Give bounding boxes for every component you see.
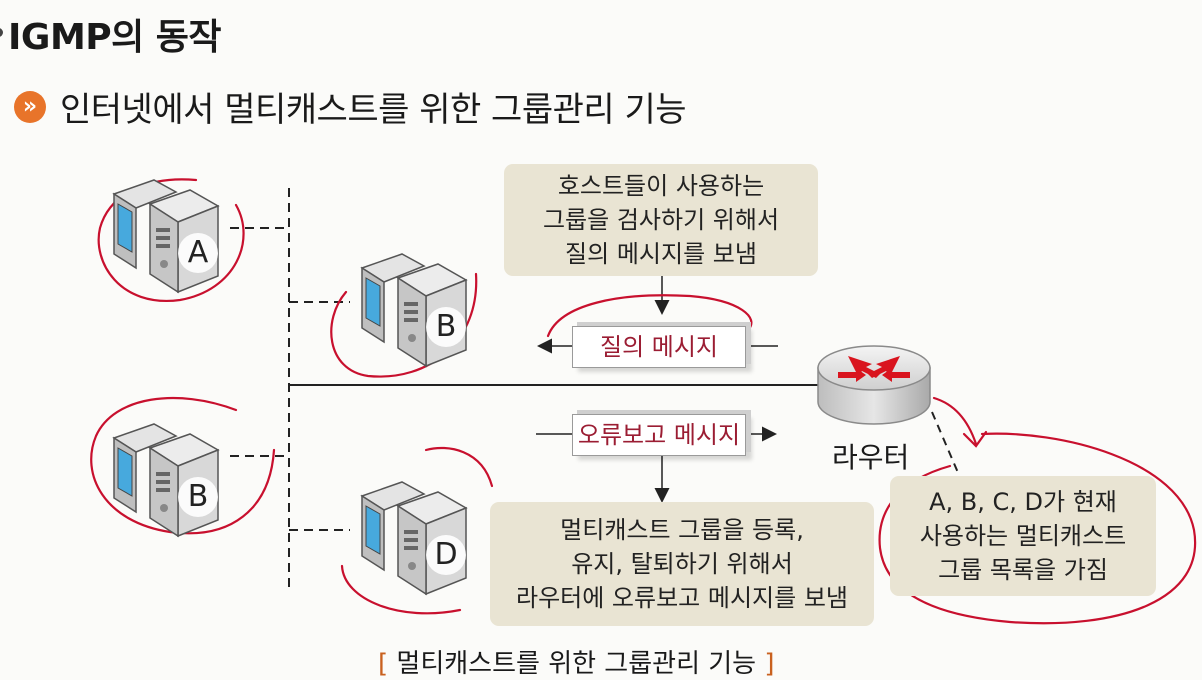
report-message-box: 오류보고 메시지 — [572, 414, 746, 456]
router-note-line: A, B, C, D가 현재 — [929, 488, 1117, 516]
caption-text: 멀티캐스트를 위한 그룹관리 기능 — [396, 649, 757, 679]
page-subtitle: 인터넷에서 멀티캐스트를 위한 그룹관리 기능 — [60, 90, 687, 130]
router-note: A, B, C, D가 현재 사용하는 멀티캐스트 그룹 목록을 가짐 — [890, 476, 1156, 596]
router-note-line: 사용하는 멀티캐스트 — [919, 522, 1127, 550]
router-icon — [817, 345, 931, 425]
router-label: 라우터 — [832, 441, 910, 474]
annotation-circle-router-note — [878, 432, 1197, 625]
annotation-circle-d — [424, 446, 494, 488]
annotation-circle-d-2 — [340, 564, 462, 615]
host-label-b-top: B — [426, 307, 466, 347]
annotation-arrow-router — [932, 396, 988, 448]
annotation-query-swoosh — [546, 294, 753, 338]
host-label-d: D — [426, 535, 466, 575]
query-note-line: 그룹을 검사하기 위해서 — [542, 206, 780, 234]
host-label-b-bottom: B — [178, 477, 218, 517]
query-message-box: 질의 메시지 — [572, 326, 746, 368]
host-d: D — [358, 478, 474, 598]
caption-bracket-open: [ — [378, 649, 397, 679]
router-note-line: 그룹 목록을 가짐 — [938, 556, 1108, 584]
report-note: 멀티캐스트 그룹을 등록, 유지, 탈퇴하기 위해서 라우터에 오류보고 메시지… — [490, 502, 874, 626]
query-note: 호스트들이 사용하는 그룹을 검사하기 위해서 질의 메시지를 보냄 — [504, 164, 818, 276]
report-note-line: 유지, 탈퇴하기 위해서 — [571, 550, 793, 578]
annotation-marks — [90, 178, 1197, 625]
annotation-circle-b-bottom — [90, 396, 276, 535]
router-note-connector — [931, 411, 963, 483]
double-chevron-right-icon: » — [14, 91, 46, 123]
host-b-bottom: B — [110, 420, 226, 540]
figure-caption: [ 멀티캐스트를 위한 그룹관리 기능 ] — [378, 643, 775, 680]
caption-bracket-close: ] — [756, 649, 775, 679]
title-bullet — [0, 28, 3, 37]
annotation-circle-b-top — [330, 272, 478, 378]
page-title: IGMP의 동작 — [8, 17, 222, 58]
query-note-line: 질의 메시지를 보냄 — [565, 240, 757, 268]
host-a: A — [110, 176, 226, 296]
report-note-line: 멀티캐스트 그룹을 등록, — [560, 516, 804, 544]
host-label-a: A — [178, 233, 218, 273]
report-note-line: 라우터에 오류보고 메시지를 보냄 — [515, 584, 848, 612]
host-b-top: B — [358, 250, 474, 370]
query-note-line: 호스트들이 사용하는 — [557, 172, 765, 200]
